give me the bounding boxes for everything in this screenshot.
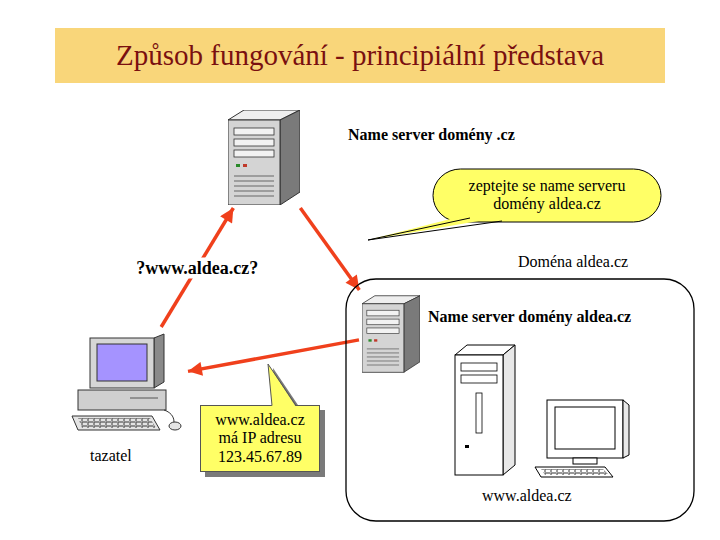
bubble-body xyxy=(433,169,661,222)
callout-text: zeptejte se name serveru domény aldea.cz xyxy=(452,177,642,214)
region-heading: Doména aldea.cz xyxy=(518,253,628,271)
speech-bubble: zeptejte se name serveru domény aldea.cz xyxy=(432,168,662,223)
callout-body xyxy=(201,406,320,472)
node-label: tazatel xyxy=(90,447,132,465)
server-icon xyxy=(228,110,300,205)
client-node: tazatel xyxy=(70,330,185,435)
node-label: www.aldea.cz xyxy=(482,487,572,505)
node-label: Name server domény aldea.cz xyxy=(428,308,631,326)
region-border xyxy=(346,279,694,521)
callout-tail xyxy=(268,364,296,407)
callout-tail-outline xyxy=(268,364,296,406)
edge-label: ?www.aldea.cz? xyxy=(133,257,261,278)
node-label: Name server domény .cz xyxy=(348,126,515,144)
answer-callout: www.aldea.cz má IP adresu 123.45.67.89 xyxy=(200,405,320,472)
arrow-connector xyxy=(300,208,359,290)
title-banner: Způsob fungování - principiální představ… xyxy=(55,28,665,83)
title-text: Způsob fungování - principiální představ… xyxy=(116,39,604,72)
domain-region: Name server domény aldea.czwww.aldea.czD… xyxy=(345,278,695,522)
web-server-icon xyxy=(455,345,629,477)
server-icon xyxy=(362,296,420,373)
bubble-tail-outline xyxy=(368,218,502,240)
client-computer-icon xyxy=(72,334,181,430)
server-node: Name server domény aldea.cz xyxy=(362,293,420,375)
callout-text: www.aldea.cz má IP adresu 123.45.67.89 xyxy=(208,411,312,466)
arrow-connector xyxy=(188,340,359,371)
server-node: Name server domény .cz xyxy=(228,110,300,205)
bubble-tail xyxy=(368,214,502,240)
web-server-node: www.aldea.cz xyxy=(455,345,630,478)
